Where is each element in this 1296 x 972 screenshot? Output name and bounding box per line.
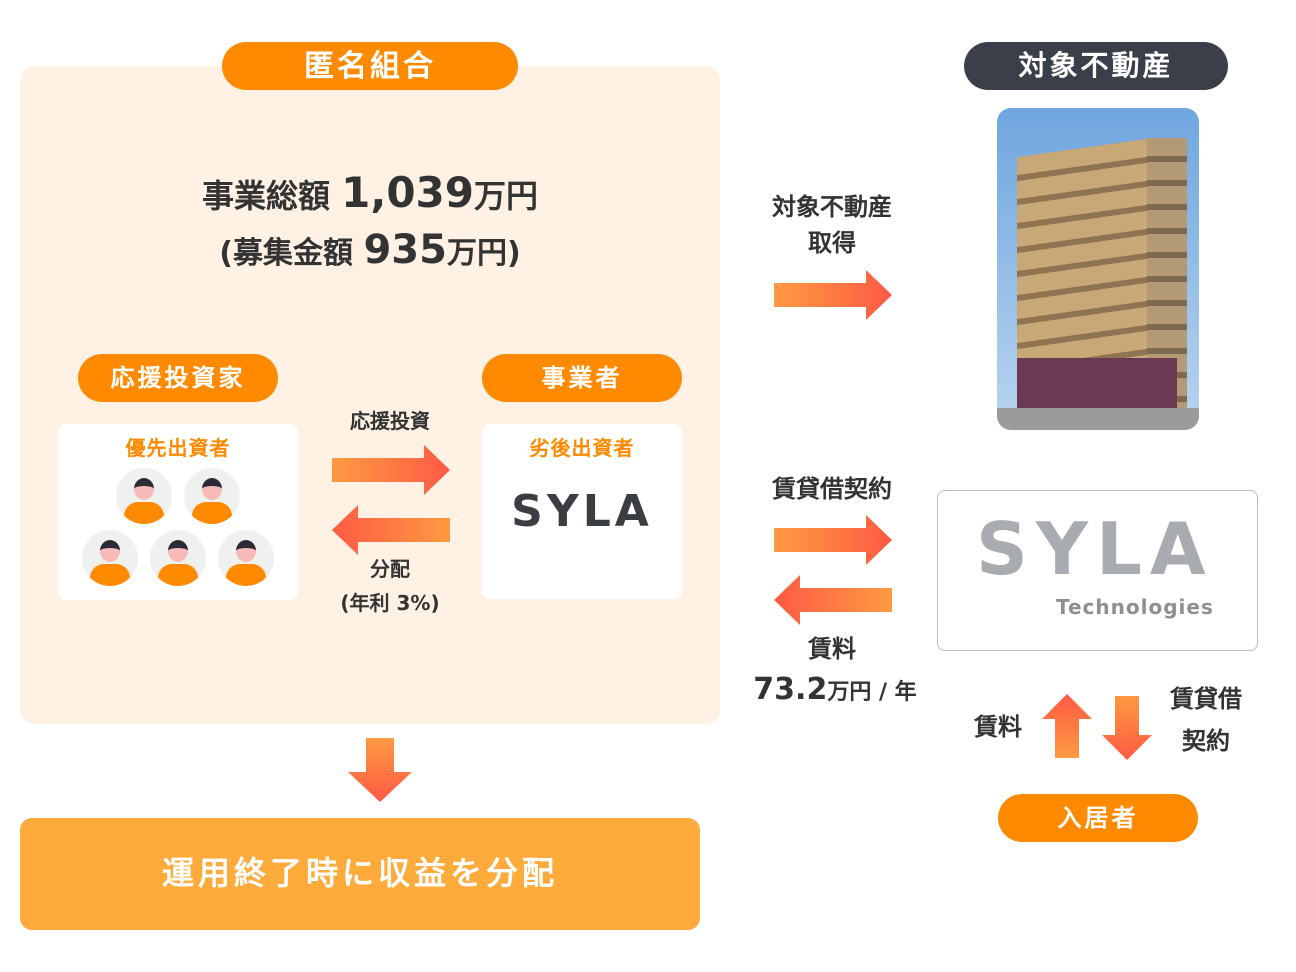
preferred-investor-label: 優先出資者 — [125, 436, 231, 460]
total-label: 事業総額 — [201, 177, 330, 215]
raise-amount: (募集金額 935万円) — [20, 228, 720, 276]
lease-contract-label: 賃貸借契約 — [772, 475, 892, 503]
operator-title: 事業者 — [482, 354, 682, 402]
acquire-label: 対象不動産 — [772, 193, 892, 221]
investor-avatar-icon — [116, 468, 172, 524]
arrow-down-icon — [1102, 696, 1152, 760]
arrow-right-icon — [774, 515, 892, 565]
investor-avatar-icon — [82, 530, 138, 586]
tenant-title: 入居者 — [998, 794, 1198, 842]
arrow-down-icon — [348, 738, 412, 802]
operator-card: 劣後出資者 SYLA — [482, 424, 682, 599]
investor-card: 優先出資者 — [58, 424, 298, 600]
profit-distribution-banner: 運用終了時に収益を分配 — [20, 818, 700, 930]
rent-value: 73.2 — [753, 672, 828, 707]
syla-logo: SYLA — [511, 486, 653, 537]
total-value: 1,039 — [341, 168, 474, 217]
subordinated-investor-label: 劣後出資者 — [529, 436, 635, 460]
raise-label: (募集金額 — [219, 236, 354, 271]
arrow-left-icon — [774, 575, 892, 625]
invest-flow-label: 応援投資 — [350, 409, 430, 433]
arrow-right-icon — [774, 270, 892, 320]
tenant-rent-label: 賃料 — [974, 713, 1022, 741]
total-unit: 万円 — [474, 177, 539, 215]
arrow-up-icon — [1042, 694, 1092, 758]
investor-avatar-icon — [218, 530, 274, 586]
arrow-right-icon — [332, 445, 450, 495]
distribution-rate: (年利 3%) — [340, 591, 440, 615]
tenant-lease-label: 賃貸借 — [1170, 685, 1242, 713]
building-photo — [997, 108, 1199, 430]
investor-avatar-icon — [150, 530, 206, 586]
distribution-label: 分配 — [370, 557, 410, 581]
rent-amount: 73.2万円 / 年 — [740, 672, 930, 711]
tenant-lease-label-2: 契約 — [1182, 727, 1230, 755]
arrow-left-icon — [332, 505, 450, 555]
partnership-title: 匿名組合 — [222, 42, 518, 90]
syla-technologies-card: SYLA Technologies — [937, 490, 1258, 651]
total-amount: 事業総額 1,039万円 — [20, 170, 720, 219]
rent-unit: 万円 / 年 — [827, 680, 917, 705]
raise-value: 935 — [363, 227, 447, 273]
property-title: 対象不動産 — [964, 42, 1228, 90]
raise-unit: 万円) — [446, 236, 521, 271]
acquire-label-2: 取得 — [808, 229, 856, 257]
investor-avatar-icon — [184, 468, 240, 524]
investor-title: 応援投資家 — [78, 354, 278, 402]
technologies-label: Technologies — [1056, 595, 1214, 619]
syla-technologies-logo: SYLA — [976, 507, 1214, 591]
rent-label: 賃料 — [808, 635, 856, 663]
